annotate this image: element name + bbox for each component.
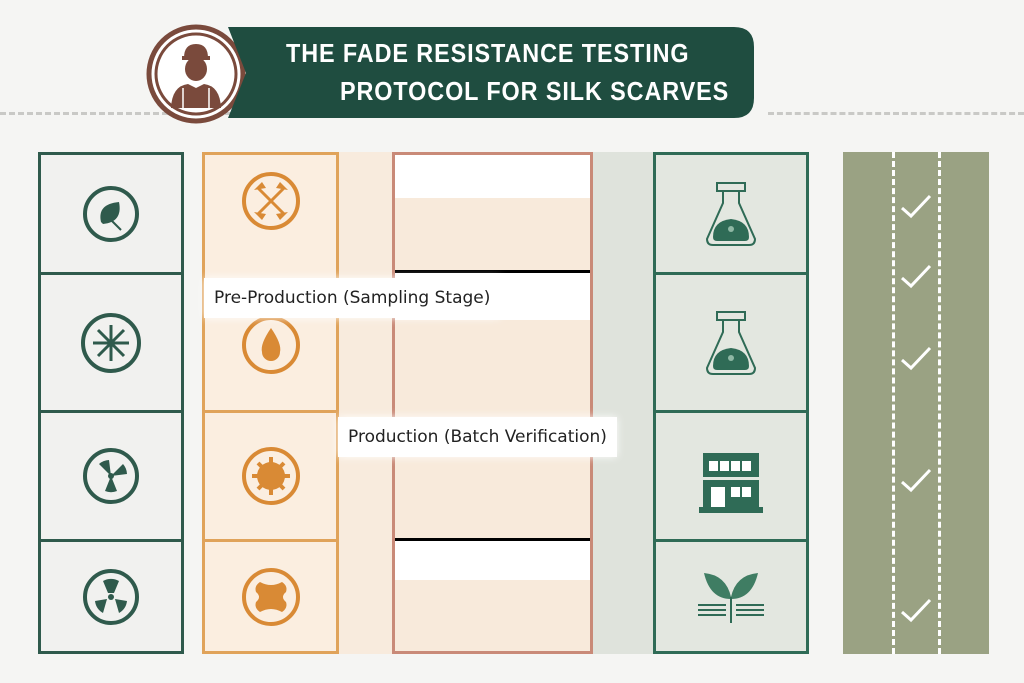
radiation-icon — [83, 448, 139, 504]
test-cell — [205, 539, 336, 651]
stage-label-production: Production (Batch Verification) — [338, 417, 617, 457]
stage-label-pre-production: Pre-Production (Sampling Stage) — [204, 278, 501, 318]
title-line-1: THE FADE RESISTANCE TESTING — [286, 38, 690, 68]
gray-band — [592, 152, 654, 654]
water-drop-icon — [241, 316, 300, 374]
title-banner — [228, 27, 754, 118]
tests-column — [202, 152, 339, 654]
factors-column — [38, 152, 184, 654]
lab-cell — [656, 272, 806, 410]
factory-building-icon — [699, 453, 763, 514]
checkmark-icon — [901, 264, 932, 289]
lab-column — [653, 152, 809, 654]
worker-avatar-icon — [146, 24, 246, 124]
leaf-icon — [83, 185, 139, 242]
flask-icon — [705, 181, 757, 246]
page-title: THE FADE RESISTANCE TESTING PROTOCOL FOR… — [286, 34, 730, 110]
lab-cell — [656, 155, 806, 272]
factor-cell — [41, 272, 181, 410]
cross-tools-icon — [241, 172, 300, 230]
white-band — [395, 538, 590, 580]
factor-cell — [41, 155, 181, 272]
checkmark-icon — [901, 598, 932, 623]
white-band — [395, 155, 590, 198]
snowflake-icon — [81, 312, 141, 373]
factor-cell — [41, 410, 181, 539]
checkmark-icon — [901, 194, 932, 219]
flask-icon — [705, 310, 757, 375]
lab-cell — [656, 410, 806, 539]
dashed-divider-right — [768, 112, 1024, 115]
lab-cell — [656, 539, 806, 651]
puzzle-cross-icon — [241, 567, 300, 626]
title-line-2: PROTOCOL FOR SILK SCARVES — [340, 76, 730, 106]
checkmark-icon — [901, 346, 932, 371]
sprout-icon — [698, 572, 764, 623]
factor-cell — [41, 539, 181, 651]
verification-track — [843, 152, 989, 654]
dashed-lane-line — [938, 152, 941, 654]
test-cell — [205, 410, 336, 539]
dashed-divider-left — [0, 112, 240, 115]
results-column — [392, 152, 593, 654]
checkmark-icon — [901, 468, 932, 493]
test-cell — [205, 155, 336, 410]
gear-icon — [241, 447, 300, 505]
dashed-lane-line — [892, 152, 895, 654]
peach-band — [338, 152, 394, 654]
fan-icon — [83, 568, 139, 625]
